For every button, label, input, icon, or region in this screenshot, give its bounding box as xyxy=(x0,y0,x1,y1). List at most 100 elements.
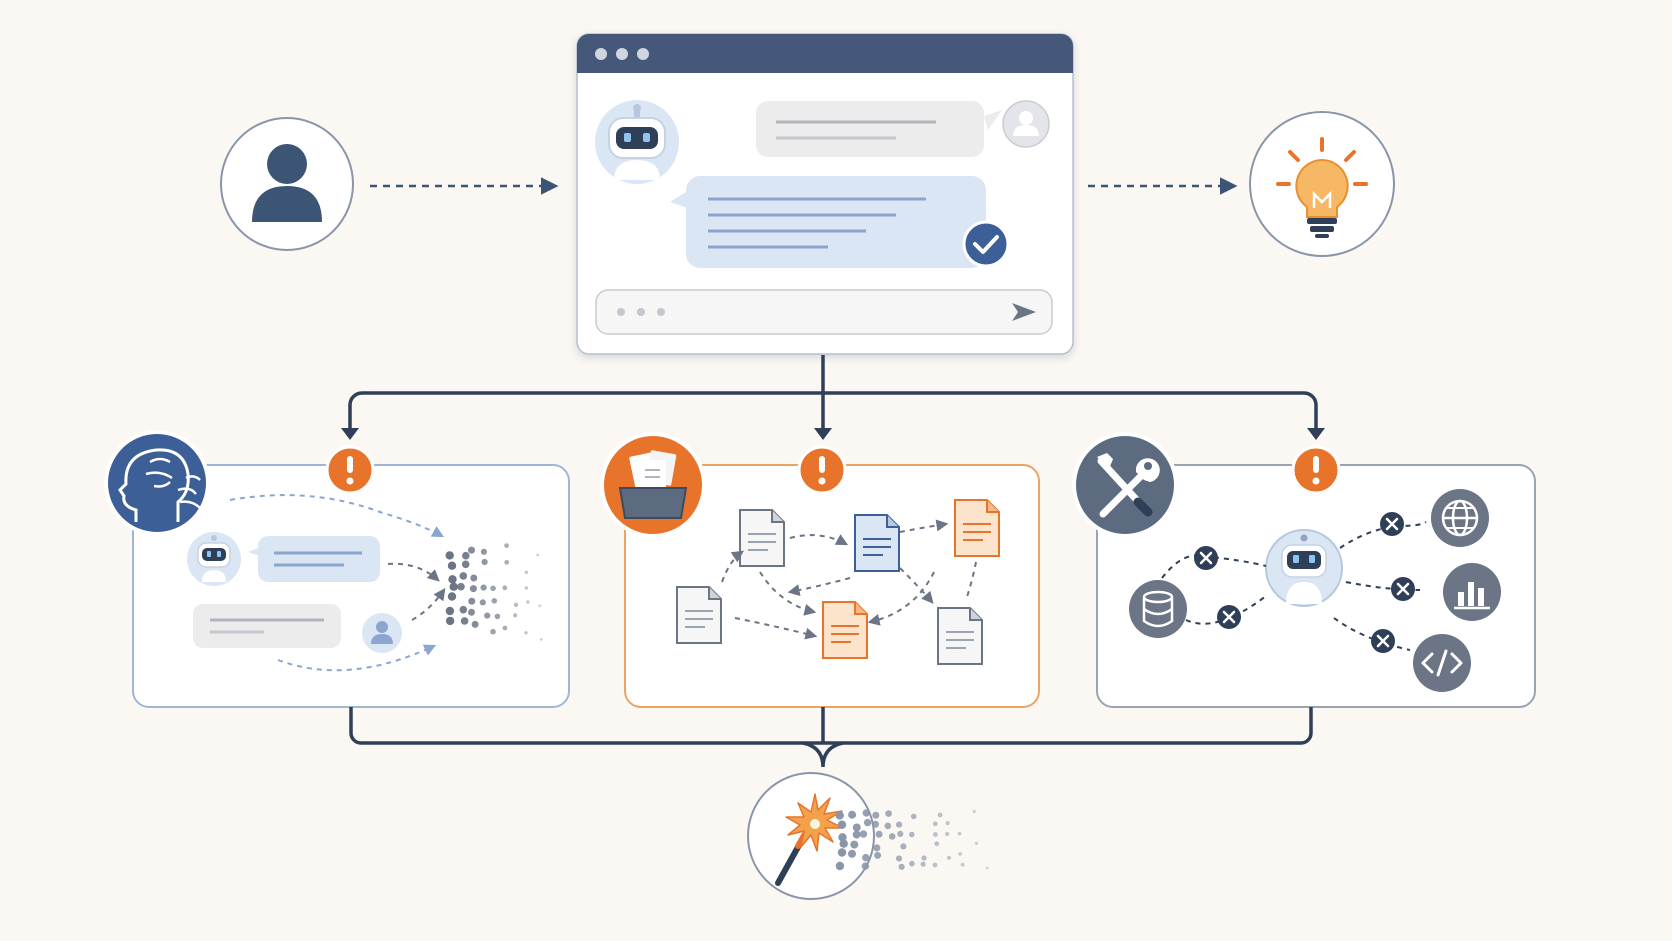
user-avatar-small xyxy=(1002,100,1050,148)
particle-dot xyxy=(479,599,486,606)
particle-dot xyxy=(468,597,476,605)
particle-dot xyxy=(850,840,859,849)
particle-dot xyxy=(946,855,952,860)
exclamation-icon xyxy=(797,445,847,495)
particle-dot xyxy=(459,605,468,614)
robot-icon xyxy=(595,100,679,184)
particle-dot xyxy=(461,560,470,569)
document-icon xyxy=(676,586,722,644)
particle-dot xyxy=(859,830,868,838)
particle-dot xyxy=(852,823,861,832)
particle-dot xyxy=(985,866,989,870)
document-icons xyxy=(676,499,1000,665)
particle-dot xyxy=(862,809,870,817)
tools-icon xyxy=(1072,432,1178,538)
particle-dot xyxy=(835,861,845,871)
particle-dot xyxy=(480,584,487,591)
particle-dot xyxy=(885,810,892,817)
lightbulb-icon xyxy=(1276,137,1368,238)
particle-dot xyxy=(502,585,508,591)
particle-dot xyxy=(538,604,542,608)
particle-dot xyxy=(490,628,496,635)
particle-dot xyxy=(539,638,543,641)
particle-dot xyxy=(447,592,457,601)
document-icon xyxy=(937,607,983,665)
particle-dot xyxy=(449,582,458,591)
particle-dot xyxy=(920,861,926,867)
particle-dot xyxy=(491,598,498,604)
memory-bot-bubble xyxy=(248,536,380,582)
document-icon xyxy=(854,514,900,572)
document-icon xyxy=(739,509,785,567)
particle-dot xyxy=(862,853,870,862)
particle-dot xyxy=(872,811,880,819)
particle-dot xyxy=(460,617,469,625)
particle-dot xyxy=(945,831,950,837)
particle-dot xyxy=(974,841,979,845)
database-icon xyxy=(1129,580,1187,638)
particle-dot xyxy=(888,833,896,840)
particle-dot xyxy=(900,843,907,850)
document-icon xyxy=(954,499,1000,557)
particle-dot xyxy=(835,811,844,820)
particle-dot xyxy=(502,625,508,631)
document-icon xyxy=(822,601,868,659)
particle-dot xyxy=(468,608,475,616)
particle-dot xyxy=(480,548,487,555)
particle-dot xyxy=(872,820,879,828)
particle-dot xyxy=(524,570,528,574)
message-input[interactable] xyxy=(595,289,1053,335)
bot-response-bubble xyxy=(670,176,986,268)
particle-dot xyxy=(909,831,915,838)
x-icon xyxy=(1217,605,1241,629)
particle-dot xyxy=(861,862,870,870)
particle-dot xyxy=(932,821,938,827)
document-flow-arrows xyxy=(721,519,977,640)
particle-dot xyxy=(895,855,903,862)
particle-dot xyxy=(471,620,479,628)
particle-dot xyxy=(909,860,915,867)
branch-connectors xyxy=(348,355,1318,432)
memory-user-bubble xyxy=(193,604,341,648)
check-icon xyxy=(962,220,1010,268)
x-icon xyxy=(1194,546,1218,570)
particle-dot xyxy=(937,812,943,818)
send-icon[interactable] xyxy=(1012,303,1036,321)
particle-dot xyxy=(526,600,530,604)
user-icon xyxy=(252,144,322,222)
particle-dot xyxy=(837,848,847,857)
memory-flow-arrows xyxy=(229,494,446,672)
magic-wand-icon xyxy=(775,793,844,886)
broken-link-markers xyxy=(1194,512,1415,653)
tools-robot-icon xyxy=(1265,529,1343,607)
insight-node xyxy=(1249,111,1395,257)
particle-dot xyxy=(874,851,882,859)
particle-dot xyxy=(873,844,881,852)
particle-dot xyxy=(457,582,465,591)
particle-dot xyxy=(536,553,540,557)
x-icon xyxy=(1380,512,1404,536)
particle-dot xyxy=(960,862,965,867)
particle-dot xyxy=(848,849,856,858)
particle-dot xyxy=(513,613,518,618)
particle-dot xyxy=(957,831,962,836)
x-icon xyxy=(1371,629,1395,653)
particle-dot xyxy=(470,574,478,582)
particle-dot xyxy=(481,558,488,566)
chart-icon xyxy=(1443,563,1501,621)
particle-dot xyxy=(445,551,454,560)
particle-dot xyxy=(884,822,892,830)
particle-dot xyxy=(447,561,457,570)
particle-dot xyxy=(445,616,455,626)
particle-dot xyxy=(933,832,938,837)
particle-dot xyxy=(932,862,938,868)
particle-dot xyxy=(898,863,905,870)
particle-dot xyxy=(513,602,519,608)
particle-dot xyxy=(468,546,475,554)
particle-dot xyxy=(494,613,501,620)
folder-icon xyxy=(600,432,706,538)
particle-dot xyxy=(934,841,940,847)
particle-dot xyxy=(945,821,950,826)
exclamation-icon xyxy=(325,445,375,495)
